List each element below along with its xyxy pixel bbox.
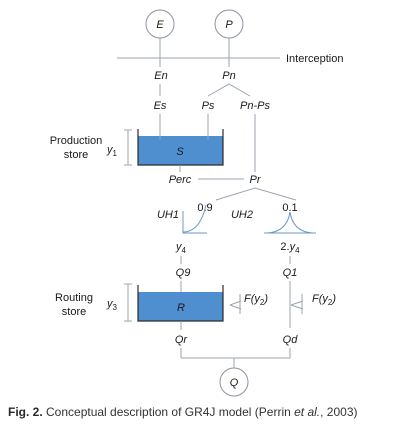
uh1-time-base: y4 [175, 241, 187, 255]
caption-year: , 2003) [320, 405, 358, 419]
es-label: Es [154, 100, 167, 112]
routing-store-title-line2: store [62, 306, 86, 318]
evaporation-label: E [156, 19, 164, 31]
production-level-variable: y1 [106, 144, 118, 158]
caption-text: Conceptual description of GR4J model (Pe… [42, 405, 295, 419]
figure-caption: Fig. 2. Conceptual description of GR4J m… [8, 405, 400, 419]
pn-split [207, 83, 251, 97]
pn-label: Pn [222, 70, 235, 82]
interception-label: Interception [286, 53, 343, 65]
production-store-label: S [176, 146, 184, 158]
routing-store-water [138, 292, 223, 321]
routing-level-bracket [124, 283, 132, 322]
precipitation-node: P [214, 9, 244, 39]
routing-exchange-label: F(y2) [244, 293, 268, 307]
production-level-bracket [124, 129, 132, 166]
uh2-time-base: 2.y4 [280, 241, 300, 255]
uh1-curve [182, 204, 207, 234]
production-store-water [138, 136, 223, 165]
q9-label: Q9 [176, 267, 191, 279]
pn-ps-label: Pn-Ps [240, 100, 270, 112]
routing-store-label: R [177, 302, 185, 314]
perc-label: Perc [169, 174, 192, 186]
routing-store-title-line1: Routing [55, 292, 93, 304]
ps-label: Ps [202, 100, 215, 112]
uh1-label: UH1 [157, 209, 179, 221]
en-label: En [154, 70, 167, 82]
uh2-label: UH2 [231, 209, 253, 221]
qr-label: Qr [175, 334, 189, 346]
qd-label: Qd [283, 334, 299, 346]
pr-split [215, 187, 297, 201]
routing-level-variable: y3 [106, 298, 118, 312]
pr-label: Pr [250, 174, 262, 186]
split-ratio-010: 0.1 [282, 202, 297, 214]
direct-exchange-label: F(y2) [312, 293, 336, 307]
production-store-title-line1: Production [50, 135, 103, 147]
figure-number: Fig. 2. [8, 405, 43, 419]
direct-exchange-arrow [290, 294, 304, 314]
evaporation-node: E [145, 9, 175, 39]
total-flow-label: Q [230, 377, 239, 389]
total-flow-node: Q [219, 367, 249, 397]
caption-etal: et al. [294, 405, 321, 419]
routing-exchange-arrow [229, 294, 242, 314]
precipitation-label: P [225, 19, 233, 31]
q1-label: Q1 [283, 267, 298, 279]
uh2-curve [264, 211, 316, 234]
production-store-title-line2: store [64, 149, 88, 161]
